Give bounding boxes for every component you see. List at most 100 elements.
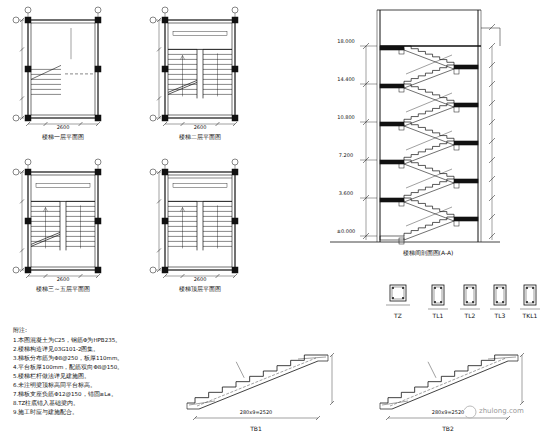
line — [330, 401, 334, 405]
line — [489, 43, 495, 49]
line — [404, 88, 454, 107]
line — [489, 24, 495, 30]
outline — [162, 267, 168, 273]
line — [199, 361, 318, 409]
outline — [95, 115, 101, 121]
view-caption: 楼梯三~五层平面图 — [35, 286, 90, 293]
line — [65, 73, 95, 74]
line — [20, 248, 24, 252]
outline — [95, 66, 101, 72]
line — [31, 232, 60, 244]
line — [233, 122, 237, 126]
line — [79, 122, 83, 126]
outline — [165, 172, 235, 270]
line — [478, 10, 479, 242]
line — [66, 201, 67, 250]
line — [168, 49, 232, 50]
outline — [25, 66, 31, 72]
line — [428, 309, 448, 310]
line — [168, 206, 197, 207]
rebar-dot — [532, 287, 534, 289]
rebar-dot — [532, 301, 534, 303]
polyline — [44, 207, 48, 211]
line — [489, 157, 495, 163]
polyline — [187, 355, 328, 403]
note-line: 5.楼梯栏杆做法详见建施图。 — [12, 373, 91, 379]
line — [96, 122, 100, 126]
outline — [454, 141, 478, 145]
line — [366, 46, 367, 240]
outline — [454, 182, 459, 188]
outline — [168, 23, 232, 115]
line — [380, 409, 392, 410]
outline — [454, 217, 478, 221]
line — [406, 131, 452, 150]
line — [520, 309, 540, 310]
line — [363, 43, 369, 49]
polyline — [380, 355, 518, 403]
line — [330, 242, 500, 243]
line — [20, 199, 24, 203]
outline — [232, 66, 238, 72]
line — [489, 100, 495, 106]
line — [157, 47, 161, 51]
outline — [25, 17, 31, 23]
line — [386, 416, 390, 420]
outline — [454, 68, 459, 74]
line — [316, 416, 320, 420]
line — [31, 74, 61, 75]
line — [489, 81, 495, 87]
rebar-dot — [434, 301, 436, 303]
axis-bubble — [13, 115, 19, 121]
line — [31, 65, 61, 79]
line — [203, 49, 204, 98]
note-line: 3.梯板分布筋为Φ8@250，板厚110mm。 — [12, 355, 124, 361]
line — [80, 205, 81, 248]
outline — [526, 287, 534, 303]
line — [31, 69, 61, 70]
line — [404, 126, 454, 145]
line — [428, 362, 436, 378]
line — [197, 49, 198, 98]
member-tag: TB2 — [441, 426, 455, 433]
line — [44, 274, 48, 278]
view-caption: 楼梯二层平面图 — [178, 134, 222, 141]
line — [165, 13, 166, 17]
outline — [399, 86, 404, 92]
line — [520, 401, 524, 405]
rebar-dot — [392, 287, 394, 289]
line — [20, 96, 24, 100]
polyline — [404, 84, 454, 103]
line — [98, 165, 99, 169]
line — [31, 89, 61, 90]
dimension: 10.800 — [336, 115, 356, 121]
line — [488, 357, 516, 359]
dimension: 2600 — [56, 277, 71, 283]
outline — [28, 172, 98, 270]
line — [489, 62, 495, 68]
line — [197, 358, 316, 406]
line — [157, 116, 161, 120]
rebar-dot — [502, 287, 504, 289]
line — [377, 10, 378, 242]
line — [163, 122, 167, 126]
line — [460, 309, 480, 310]
outline — [232, 218, 238, 224]
line — [388, 418, 508, 419]
line — [386, 305, 410, 306]
dimension: 2600 — [193, 125, 208, 131]
line — [31, 206, 60, 207]
member-tag: TZ — [393, 313, 403, 320]
outline — [31, 23, 95, 115]
line — [79, 274, 83, 278]
line — [182, 55, 183, 96]
line — [31, 94, 61, 95]
member-tag: TL3 — [494, 313, 507, 320]
outline — [173, 32, 227, 36]
line — [522, 355, 523, 403]
outline — [173, 184, 227, 188]
line — [22, 172, 23, 270]
outline — [524, 285, 536, 305]
axis-bubble — [162, 159, 168, 165]
axis-bubble — [95, 159, 101, 165]
